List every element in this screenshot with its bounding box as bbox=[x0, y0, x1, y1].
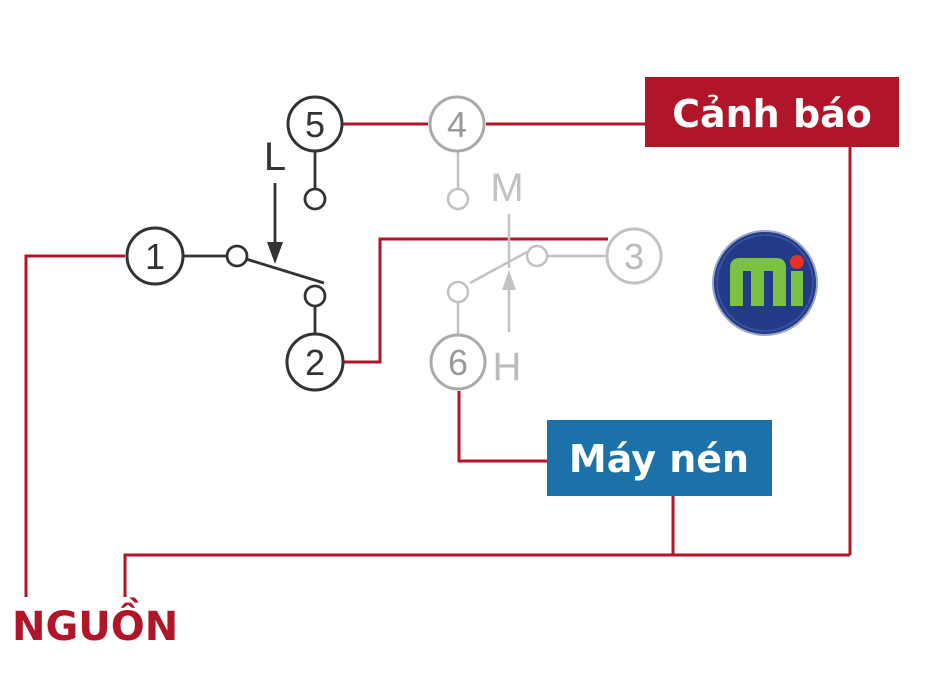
active-switch bbox=[184, 150, 327, 336]
wire-common-return bbox=[123, 553, 850, 597]
warning-label: Cảnh báo bbox=[672, 92, 872, 136]
warning-box: Cảnh báo bbox=[645, 77, 899, 147]
label-low: L bbox=[264, 135, 286, 179]
mi-logo-icon bbox=[712, 230, 818, 336]
contact-5-point bbox=[303, 187, 327, 211]
faded-switch bbox=[446, 148, 608, 336]
wiring bbox=[24, 122, 852, 597]
power-source-label: NGUỒN bbox=[12, 596, 178, 650]
terminal-3-label: 3 bbox=[624, 236, 644, 277]
terminal-1: 1 bbox=[125, 226, 185, 286]
terminal-5-label: 5 bbox=[305, 104, 325, 145]
wire-2-to-3 bbox=[344, 237, 608, 364]
terminal-3: 3 bbox=[605, 227, 663, 285]
terminal-5: 5 bbox=[286, 95, 344, 153]
terminal-2: 2 bbox=[285, 332, 345, 392]
contact-1-point bbox=[225, 244, 249, 268]
arrow-l-head bbox=[267, 242, 283, 264]
wire-6-to-compressor bbox=[457, 391, 548, 463]
compressor-label: Máy nén bbox=[569, 437, 749, 481]
terminal-4-label: 4 bbox=[447, 104, 467, 145]
terminal-6-label: 6 bbox=[448, 342, 468, 383]
wire-source-to-1 bbox=[24, 254, 125, 597]
terminal-6: 6 bbox=[429, 333, 487, 391]
contact-2-point bbox=[303, 284, 327, 308]
switch-lever-active bbox=[245, 257, 325, 285]
contact-3-point bbox=[525, 244, 549, 268]
label-high: H bbox=[493, 345, 522, 389]
contact-4-point bbox=[446, 187, 470, 211]
switch-lever-faded bbox=[469, 250, 528, 285]
terminal-1-label: 1 bbox=[145, 236, 165, 277]
compressor-box: Máy nén bbox=[547, 420, 772, 496]
arrow-h-head bbox=[502, 270, 516, 290]
label-medium: M bbox=[490, 166, 523, 210]
contact-6-point bbox=[446, 280, 470, 304]
terminal-2-label: 2 bbox=[305, 342, 325, 383]
terminal-4: 4 bbox=[428, 95, 486, 153]
